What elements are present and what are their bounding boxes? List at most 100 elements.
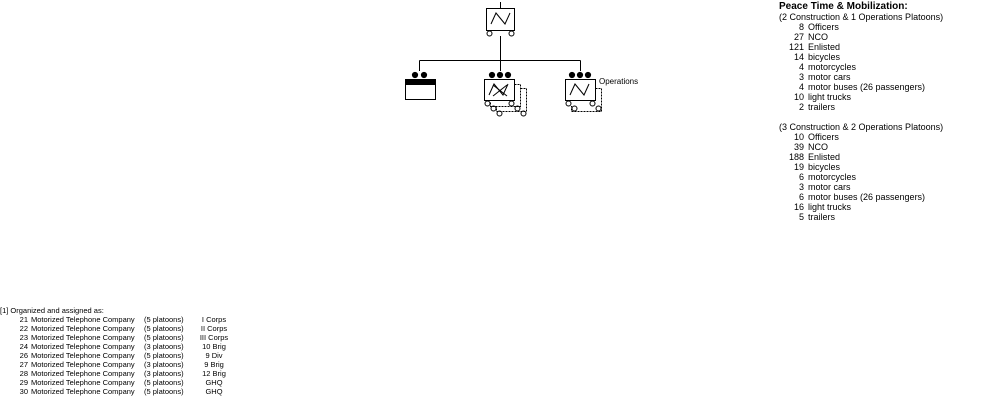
strength-count: 5: [798, 212, 804, 222]
strength-item: NCO: [808, 32, 828, 42]
assignment: II Corps: [200, 324, 228, 333]
company-name: Motorized Telephone Company: [31, 360, 135, 369]
strength-row: 6 motor buses (26 passengers): [779, 192, 943, 202]
strength-row: 10 Officers: [779, 132, 943, 142]
strength-item: light trucks: [808, 92, 852, 102]
strength-item: motorcycles: [808, 62, 857, 72]
company-name: Motorized Telephone Company: [31, 387, 135, 396]
company-symbol: [486, 2, 515, 37]
strength-item: Officers: [808, 22, 839, 32]
strength-item: motor cars: [808, 72, 851, 82]
platoon-count: (5 platoons): [144, 378, 184, 387]
strength-count: 188: [788, 152, 804, 162]
strength-item: bicycles: [808, 162, 841, 172]
strength-count: 19: [793, 162, 804, 172]
company-number: 27: [19, 360, 28, 369]
strength-item: motor buses (26 passengers): [808, 192, 926, 202]
platoon-count: (5 platoons): [144, 351, 184, 360]
strength-title: Peace Time & Mobilization:: [779, 1, 908, 12]
hq-platoon-symbol: [405, 71, 436, 100]
company-name: Motorized Telephone Company: [31, 324, 135, 333]
footnote-heading: [1] Organized and assigned as:: [0, 306, 104, 315]
strength-count: 3: [798, 182, 804, 192]
strength-table: Peace Time & Mobilization: (2 Constructi…: [779, 1, 944, 223]
assignment: I Corps: [201, 315, 227, 324]
company-number: 22: [19, 324, 28, 333]
operations-platoon-symbol: [565, 71, 602, 112]
company-number: 21: [19, 315, 28, 324]
strength-count: 4: [798, 82, 804, 92]
strength-row: 14 bicycles: [779, 52, 943, 62]
platoon-count: (3 platoons): [144, 342, 184, 351]
platoon-count: (5 platoons): [144, 333, 184, 342]
company-number: 26: [19, 351, 28, 360]
strength-count: 10: [793, 132, 804, 142]
operations-label: Operations: [599, 77, 638, 86]
platoon-count: (3 platoons): [144, 369, 184, 378]
platoon-count: (5 platoons): [144, 324, 184, 333]
assignment: 9 Div: [205, 351, 223, 360]
strength-row: 39 NCO: [779, 142, 943, 152]
strength-item: bicycles: [808, 52, 841, 62]
connector-lines: [419, 36, 581, 71]
strength-item: trailers: [808, 102, 836, 112]
strength-row: 27 NCO: [779, 32, 943, 42]
strength-count: 16: [793, 202, 804, 212]
strength-count: 6: [798, 172, 804, 182]
company-name: Motorized Telephone Company: [31, 369, 135, 378]
strength-count: 121: [788, 42, 804, 52]
platoon-count: (5 platoons): [144, 315, 184, 324]
strength-row: 188 Enlisted: [779, 152, 943, 162]
strength-item: Officers: [808, 132, 839, 142]
strength-count: 2: [798, 102, 804, 112]
assignment: 12 Brig: [202, 369, 226, 378]
strength-item: light trucks: [808, 202, 852, 212]
strength-count: 4: [798, 62, 804, 72]
strength-count: 10: [793, 92, 804, 102]
company-number: 28: [19, 369, 28, 378]
company-name: Motorized Telephone Company: [31, 315, 135, 324]
company-number: 23: [19, 333, 28, 342]
assignment: GHQ: [205, 387, 223, 396]
strength-count: 27: [793, 32, 804, 42]
company-name: Motorized Telephone Company: [31, 342, 135, 351]
strength-item: Enlisted: [808, 152, 841, 162]
company-number: 30: [19, 387, 28, 396]
strength-row: 10 light trucks: [779, 92, 943, 102]
company-number: 24: [19, 342, 28, 351]
platoon-count: (3 platoons): [144, 360, 184, 369]
strength-row: 3 motor cars: [779, 182, 943, 192]
strength-row: 2 trailers: [779, 102, 943, 112]
strength-row: 4 motor buses (26 passengers): [779, 82, 943, 92]
strength-item: motor buses (26 passengers): [808, 82, 926, 92]
strength-item: NCO: [808, 142, 828, 152]
company-name: Motorized Telephone Company: [31, 378, 135, 387]
strength-item: motor cars: [808, 182, 851, 192]
strength-item: trailers: [808, 212, 836, 222]
strength-row: 5 trailers: [779, 212, 943, 222]
strength-count: 6: [798, 192, 804, 202]
assignment: 10 Brig: [202, 342, 226, 351]
strength-item: Enlisted: [808, 42, 841, 52]
strength-count: 39: [793, 142, 804, 152]
assignment: GHQ: [205, 378, 223, 387]
strength-subtitle-2: (3 Construction & 2 Operations Platoons): [779, 122, 944, 132]
platoon-count: (5 platoons): [144, 387, 184, 396]
strength-count: 14: [793, 52, 804, 62]
strength-row: 16 light trucks: [779, 202, 943, 212]
